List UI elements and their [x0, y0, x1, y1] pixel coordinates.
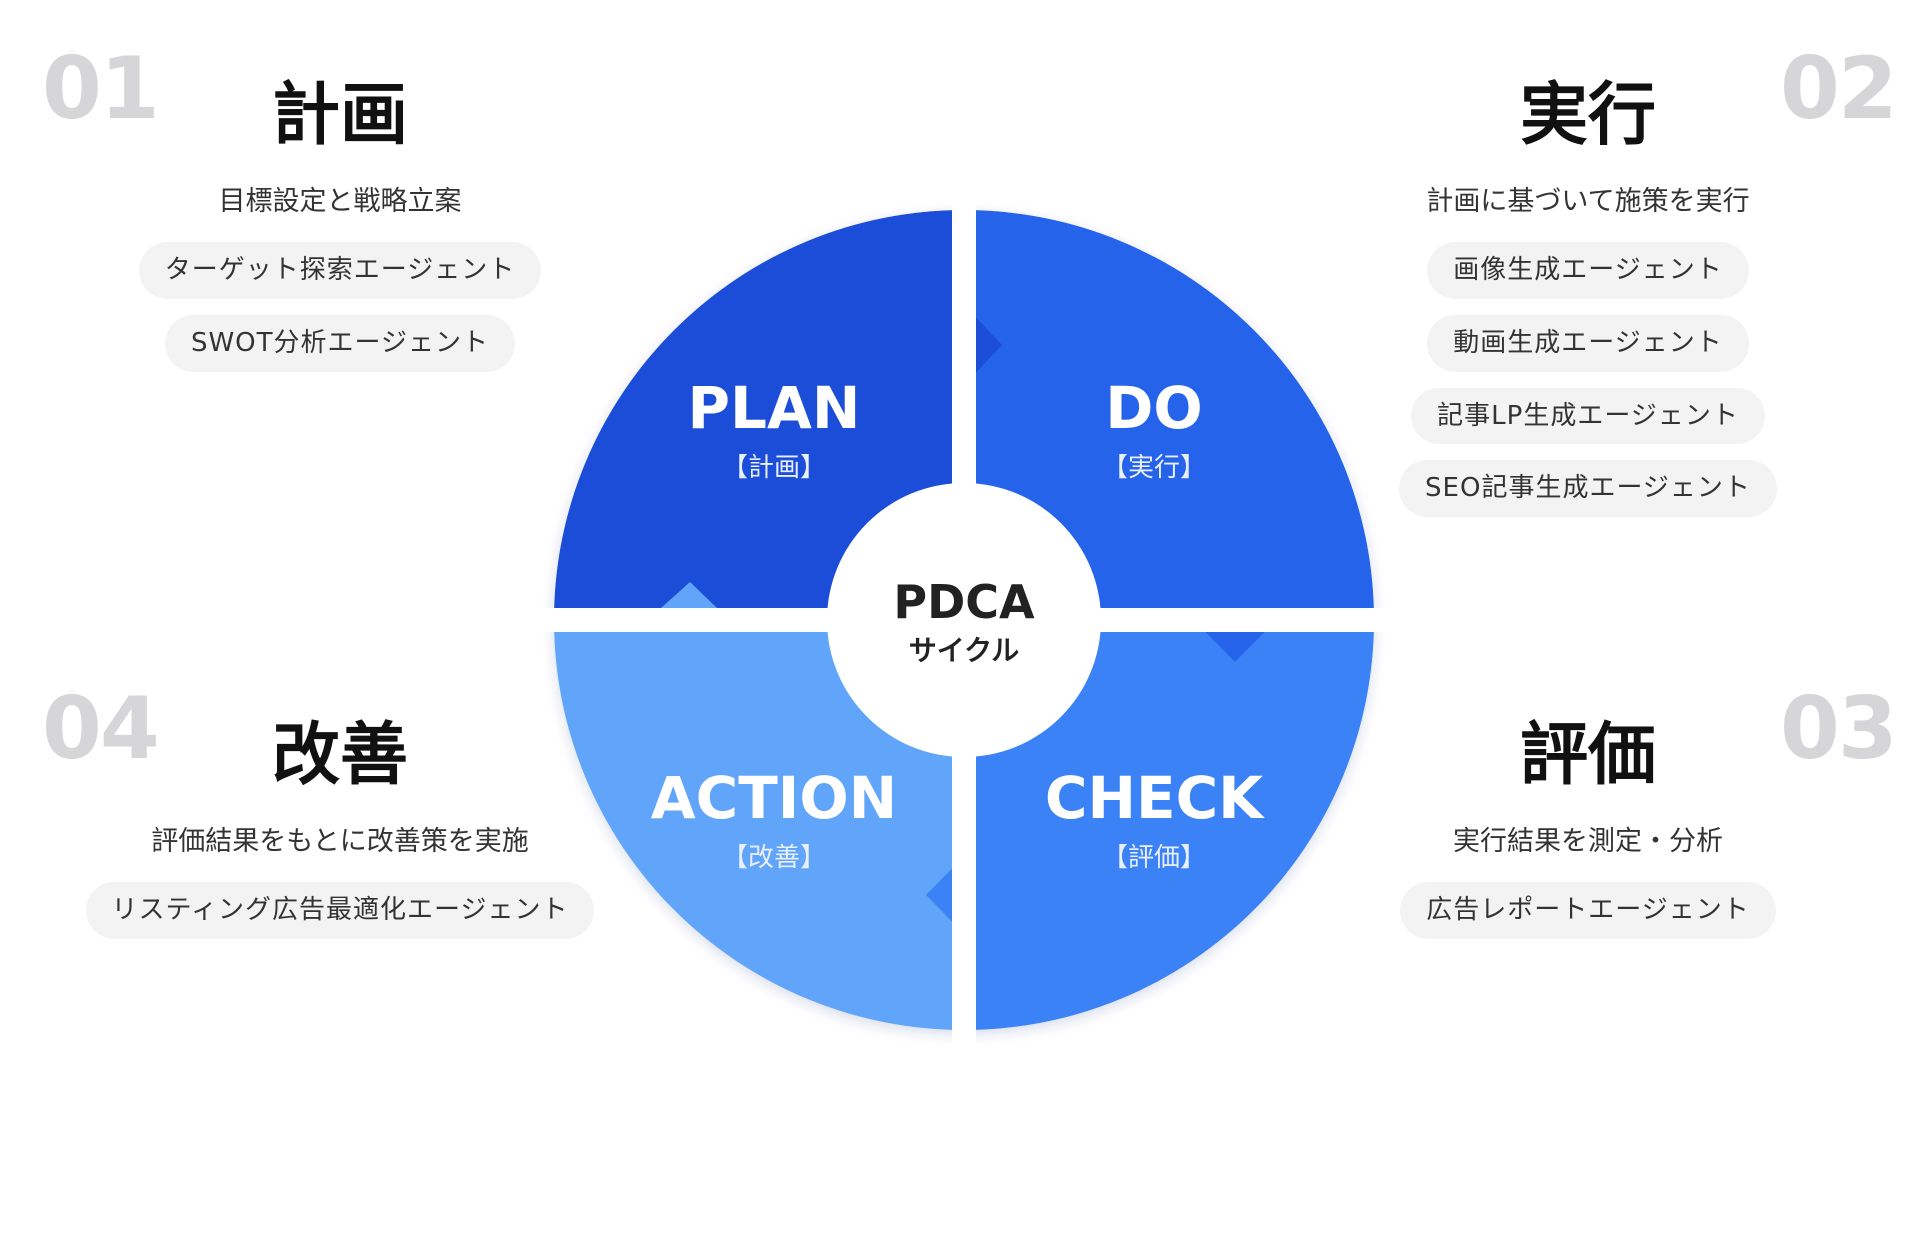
- segment-action-title: ACTION: [651, 764, 897, 832]
- panel-do: 実行 計画に基づいて施策を実行 画像生成エージェント 動画生成エージェント 記事…: [1268, 82, 1908, 517]
- center-subtitle: サイクル: [909, 634, 1020, 667]
- segment-plan-title: PLAN: [688, 374, 861, 442]
- desc-action: 評価結果をもとに改善策を実施: [151, 826, 529, 857]
- segment-plan-subtitle: 【計画】: [722, 453, 826, 483]
- agent-chip[interactable]: 画像生成エージェント: [1427, 242, 1749, 299]
- center-circle: [828, 484, 1100, 756]
- desc-plan: 目標設定と戦略立案: [218, 186, 462, 217]
- panel-check: 評価 実行結果を測定・分析 広告レポートエージェント: [1268, 722, 1908, 939]
- segment-action[interactable]: [554, 620, 964, 1030]
- center-title: PDCA: [893, 575, 1035, 629]
- heading-check: 評価: [1519, 716, 1656, 795]
- segment-do-title: DO: [1105, 374, 1202, 442]
- step-number-do: 02: [1780, 39, 1898, 139]
- agent-chip[interactable]: 動画生成エージェント: [1427, 314, 1749, 372]
- heading-plan: 計画: [271, 76, 408, 155]
- chips-do: 画像生成エージェント 動画生成エージェント 記事LP生成エージェント SEO記事…: [1268, 242, 1908, 517]
- step-number-action: 04: [42, 679, 160, 779]
- agent-chip[interactable]: リスティング広告最適化エージェント: [85, 882, 595, 939]
- arrow-plan-to-do: [950, 290, 1002, 400]
- agent-chip[interactable]: 記事LP生成エージェント: [1411, 387, 1765, 445]
- heading-do: 実行: [1519, 76, 1656, 155]
- segment-do[interactable]: [964, 210, 1374, 620]
- desc-check: 実行結果を測定・分析: [1453, 826, 1723, 857]
- arrow-check-to-action: [926, 842, 978, 948]
- agent-chip[interactable]: 広告レポートエージェント: [1400, 882, 1776, 939]
- segment-action-subtitle: 【改善】: [722, 843, 826, 873]
- heading-action: 改善: [271, 716, 408, 795]
- arrow-do-to-check: [1180, 606, 1290, 662]
- step-number-check: 03: [1780, 679, 1898, 779]
- segment-check-title: CHECK: [1045, 764, 1265, 832]
- segment-check[interactable]: [964, 620, 1374, 1030]
- agent-chip[interactable]: SEO記事生成エージェント: [1399, 460, 1777, 517]
- segment-check-subtitle: 【評価】: [1102, 843, 1206, 873]
- chips-action: リスティング広告最適化エージェント: [20, 882, 660, 939]
- segment-do-subtitle: 【実行】: [1102, 453, 1206, 483]
- panel-action: 改善 評価結果をもとに改善策を実施 リスティング広告最適化エージェント: [20, 722, 660, 939]
- desc-do: 計画に基づいて施策を実行: [1426, 186, 1750, 217]
- step-number-plan: 01: [42, 39, 160, 139]
- chips-check: 広告レポートエージェント: [1268, 882, 1908, 939]
- panel-plan: 計画 目標設定と戦略立案 ターゲット探索エージェント SWOT分析エージェント: [20, 82, 660, 372]
- arrow-action-to-plan: [632, 582, 744, 634]
- chips-plan: ターゲット探索エージェント SWOT分析エージェント: [20, 242, 660, 372]
- agent-chip[interactable]: ターゲット探索エージェント: [138, 242, 542, 299]
- segment-plan[interactable]: [554, 210, 964, 620]
- agent-chip[interactable]: SWOT分析エージェント: [164, 314, 516, 372]
